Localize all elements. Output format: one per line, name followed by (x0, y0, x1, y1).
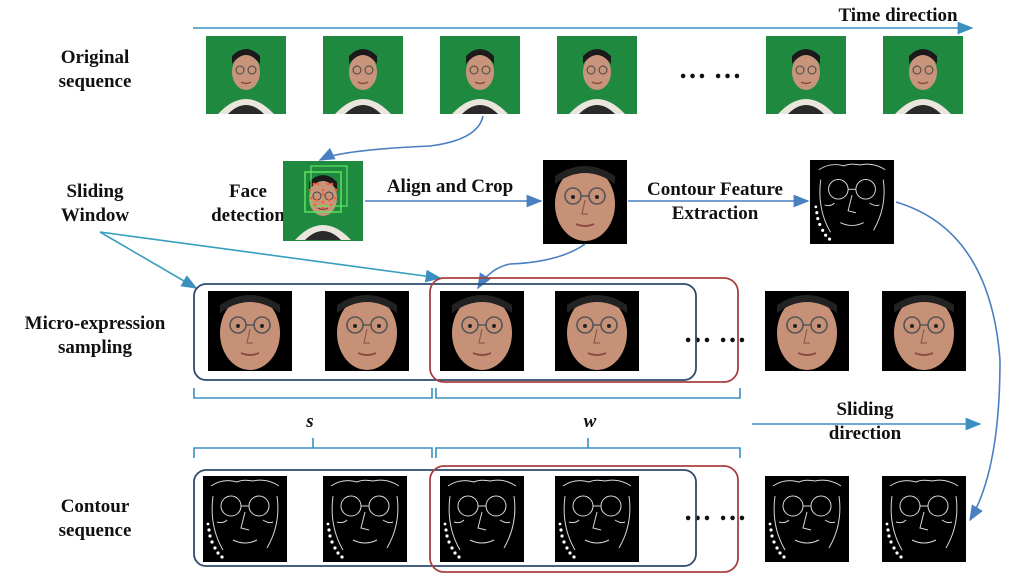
face-detection-label: Face detection (211, 181, 285, 226)
brackets-top (193, 388, 741, 399)
original-faces (217, 48, 952, 114)
face-detection-drawing (294, 165, 352, 241)
window-blue-top (193, 283, 697, 381)
contour-faces (206, 479, 959, 560)
time-direction-label: Time direction (838, 5, 958, 26)
align-crop-label: Align and Crop (386, 176, 514, 197)
contour-face-1 (203, 476, 287, 562)
contour-feature-label: Contour Feature Extraction (647, 179, 783, 224)
window-blue-bottom (193, 469, 697, 567)
contour-to-sequence-arrow (895, 201, 1001, 522)
contour-face-5 (765, 476, 849, 562)
contour-sequence-label: Contour sequence (58, 496, 132, 541)
window-red-top (429, 277, 739, 383)
micro-expression-label: Micro-expression sampling (24, 313, 166, 358)
detect-arrow (318, 115, 484, 161)
brackets-bottom (193, 438, 741, 458)
contour-face-4 (555, 476, 639, 562)
sliding-window-label: Sliding Window (60, 181, 130, 226)
s-label: s (306, 411, 314, 432)
sliding-direction-label: Sliding direction (828, 399, 902, 444)
original-sequence-label: Original sequence (58, 47, 132, 92)
ellipsis-bottom: … … (683, 496, 747, 527)
contour-face-2 (323, 476, 407, 562)
window-red-bottom (429, 465, 739, 573)
w-label: w (583, 411, 597, 432)
sliding-window-arrow-2 (99, 231, 442, 283)
sliding-window-arrow-1 (99, 231, 198, 289)
ellipsis-middle: … … (683, 318, 747, 349)
crop-to-sample-arrow (477, 243, 586, 290)
contour-face-3 (440, 476, 524, 562)
sampled-faces (219, 294, 955, 371)
contour-face-6 (882, 476, 966, 562)
ellipsis-top: … … (678, 54, 742, 85)
